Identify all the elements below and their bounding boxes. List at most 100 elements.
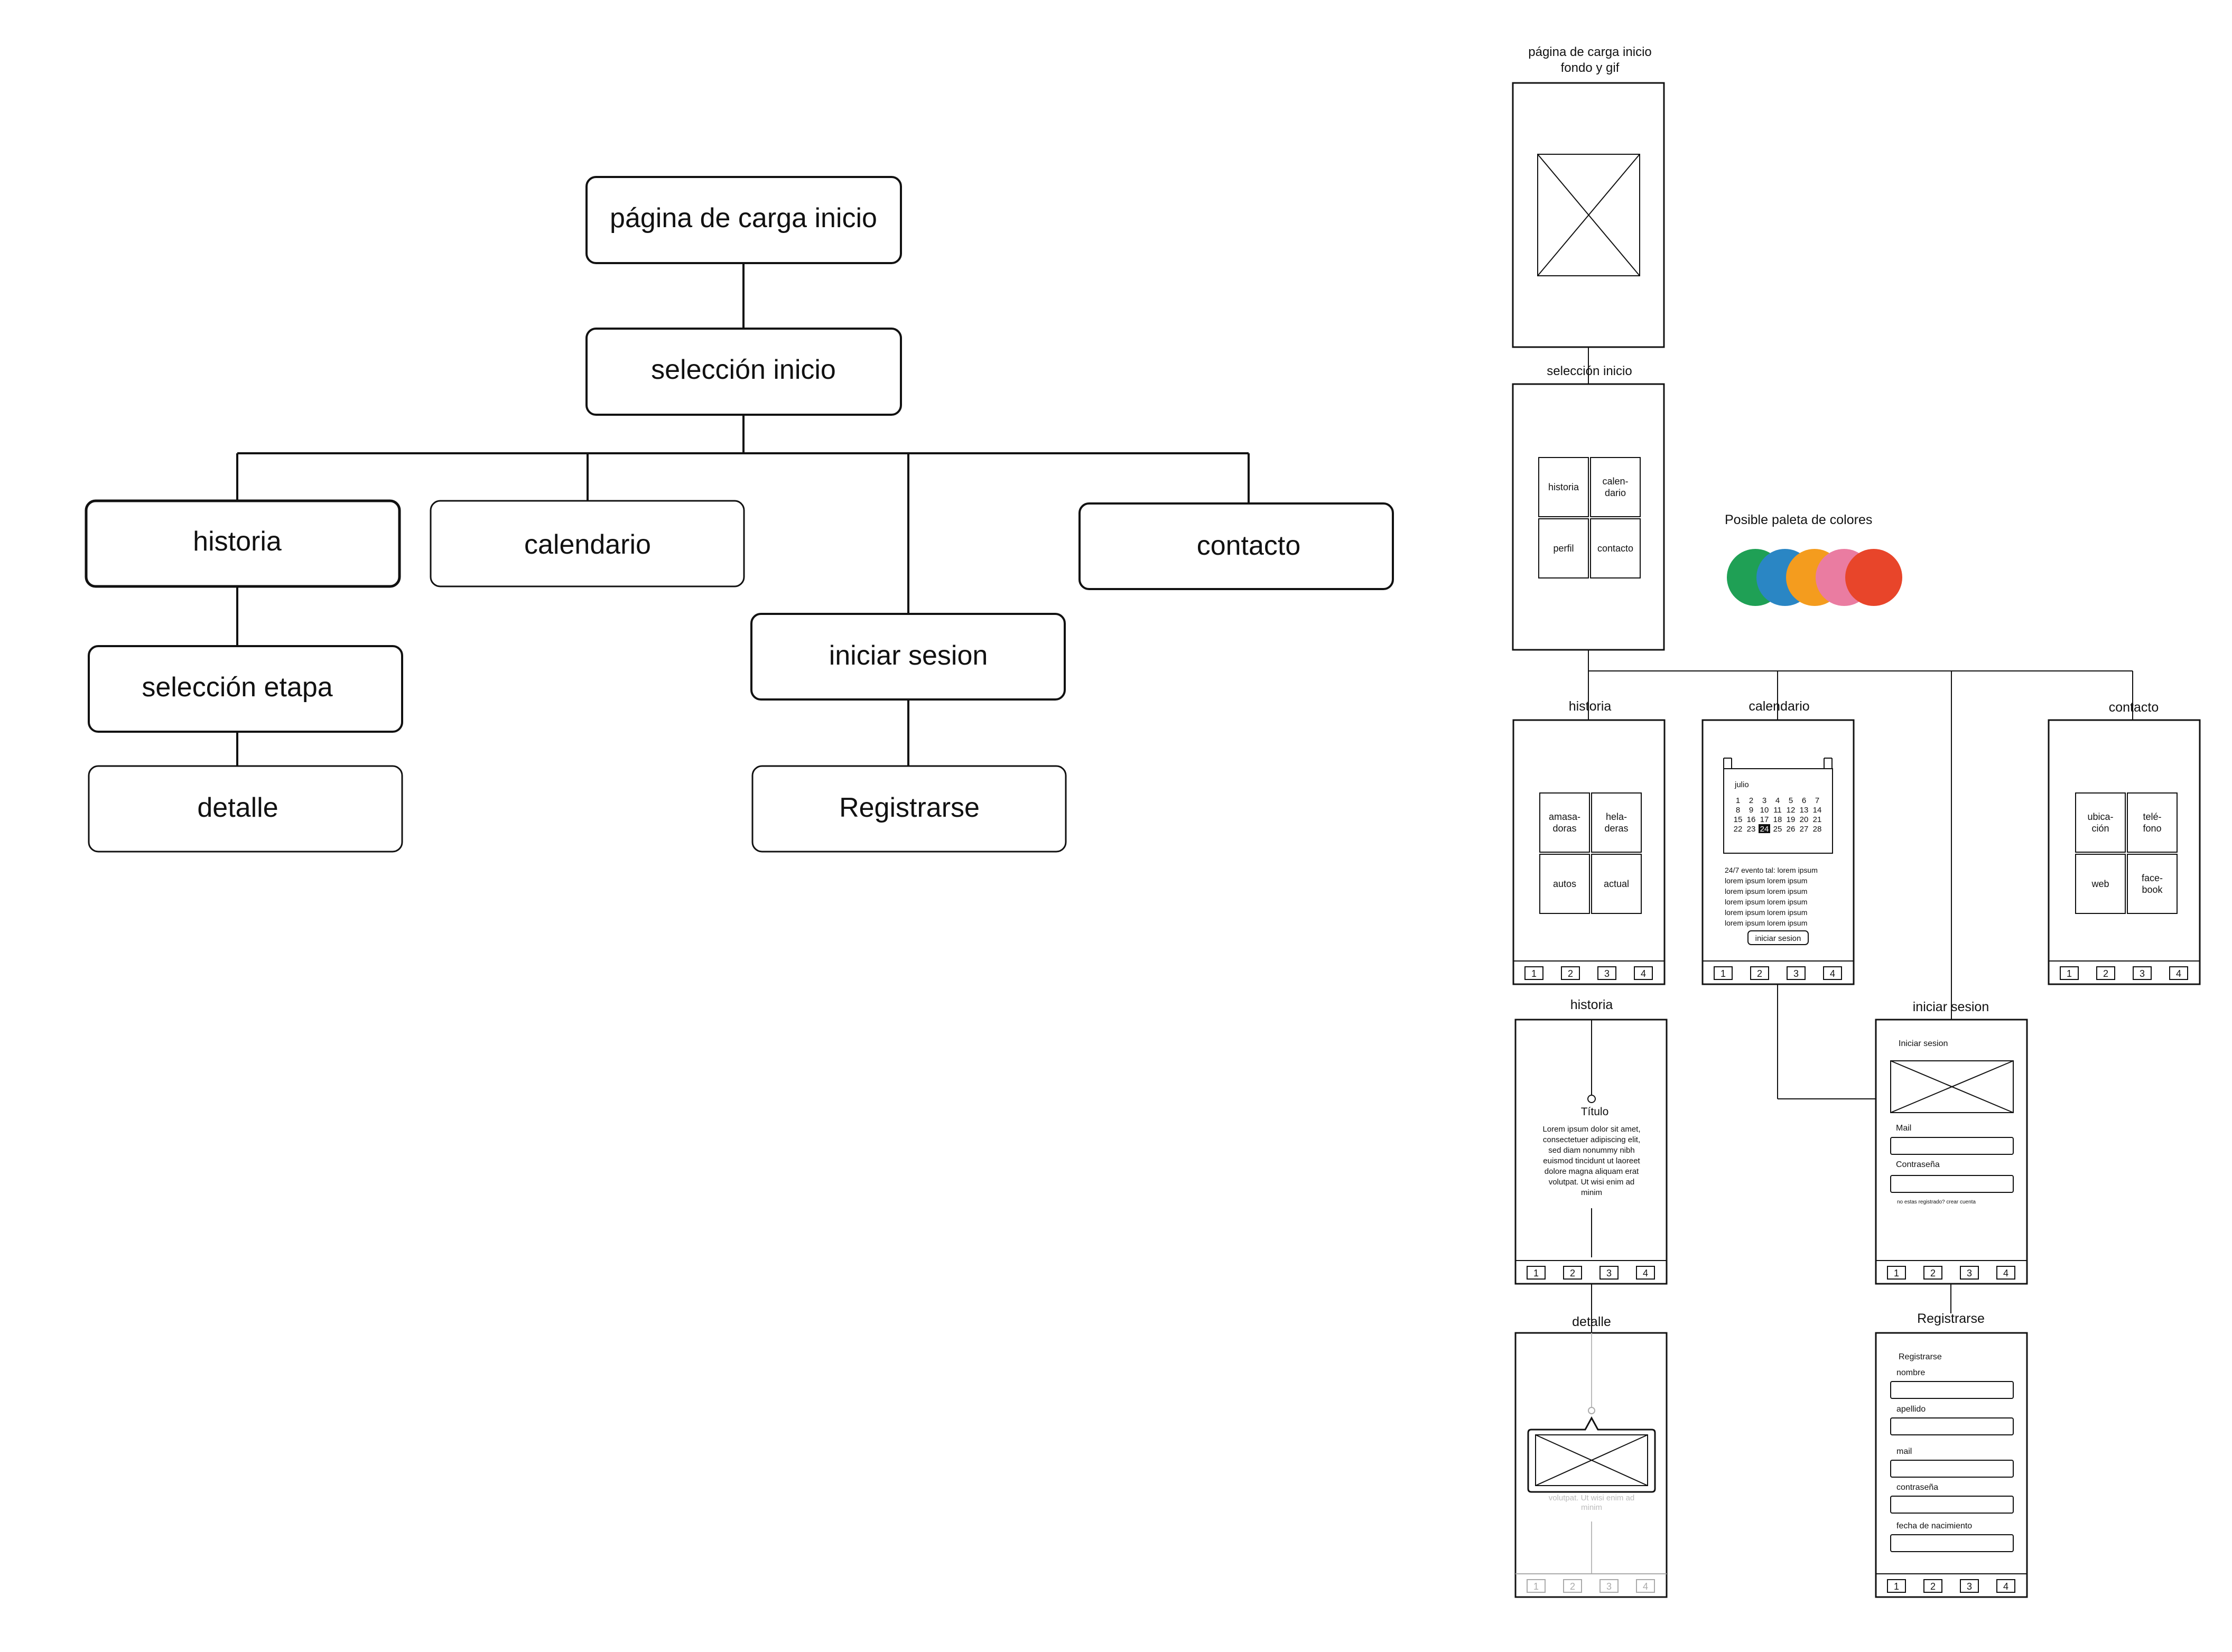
wf-historia-tile[interactable] bbox=[1591, 854, 1642, 914]
register-field-input[interactable] bbox=[1890, 1381, 2014, 1399]
nav-item-label: 3 bbox=[2140, 968, 2145, 979]
wf-detalle-popup bbox=[1527, 1416, 1656, 1493]
wf-calendario-login-button[interactable]: iniciar sesion bbox=[1747, 930, 1809, 945]
calendar-day: 14 bbox=[1813, 806, 1822, 815]
nav-item-3[interactable] bbox=[1599, 1579, 1619, 1593]
nav-item-2[interactable] bbox=[1750, 966, 1769, 980]
wf-contacto-tile[interactable] bbox=[2127, 792, 2178, 853]
palette-swatch bbox=[1845, 549, 1902, 606]
wf-login-heading: Iniciar sesion bbox=[1899, 1039, 1948, 1048]
register-field-label: nombre bbox=[1896, 1368, 1925, 1377]
wireframe-registrarse: Registrarse Registrarse nombreapellidoma… bbox=[1875, 1311, 2028, 1598]
wf-seleccion-tile-label: dario bbox=[1605, 488, 1626, 498]
nav-item-4[interactable] bbox=[1996, 1579, 2015, 1593]
wf-contacto-tile[interactable] bbox=[2127, 854, 2178, 914]
wf-login-mail-input[interactable] bbox=[1890, 1137, 2014, 1155]
wf-historia-detalle-body: Lorem ipsum dolor sit amet,consectetuer … bbox=[1542, 1125, 1640, 1197]
nav-item-label: 2 bbox=[2103, 968, 2108, 979]
nav-item-1[interactable] bbox=[1887, 1579, 1906, 1593]
nav-item-1[interactable] bbox=[1527, 1579, 1546, 1593]
nav-item-3[interactable] bbox=[1960, 1266, 1979, 1280]
wf-login-register-link[interactable]: no estas registrado? crear cuenta bbox=[1897, 1199, 1976, 1205]
calendar-day: 8 bbox=[1736, 806, 1740, 815]
wf-historia-detalle-heading: Título bbox=[1581, 1106, 1609, 1118]
nav-item-3[interactable] bbox=[1597, 966, 1616, 980]
nav-item-label: 4 bbox=[1643, 1268, 1648, 1278]
nav-item-2[interactable] bbox=[1561, 966, 1580, 980]
wf-historia-tile[interactable] bbox=[1539, 854, 1590, 914]
nav-item-label: 4 bbox=[2176, 968, 2181, 979]
wf-register-title: Registrarse bbox=[1917, 1311, 1985, 1326]
wf-contacto-nav: 1 2 3 4 bbox=[2049, 960, 2200, 980]
nav-item-1[interactable] bbox=[1887, 1266, 1906, 1280]
nav-item-3[interactable] bbox=[1960, 1579, 1979, 1593]
nav-item-label: 2 bbox=[1930, 1581, 1936, 1592]
register-field-input[interactable] bbox=[1890, 1460, 2014, 1478]
nav-item-4[interactable] bbox=[1823, 966, 1842, 980]
nav-item-3[interactable] bbox=[2133, 966, 2152, 980]
nav-item-2[interactable] bbox=[1563, 1266, 1582, 1280]
historia-body-line: minim bbox=[1581, 1188, 1602, 1197]
wf-login-field-label-mail: Mail bbox=[1896, 1124, 1911, 1133]
nav-item-1[interactable] bbox=[1527, 1266, 1546, 1280]
wf-contacto-tile-label: book bbox=[2142, 884, 2163, 895]
nav-item-label: 3 bbox=[1967, 1268, 1972, 1278]
wf-seleccion-title: selección inicio bbox=[1547, 364, 1632, 378]
nav-item-label: 1 bbox=[1894, 1581, 1899, 1592]
nav-item-label: 3 bbox=[1967, 1581, 1972, 1592]
color-palette: Posible paleta de colores bbox=[1725, 512, 1902, 606]
wireframe-contacto: contacto ubica-cióntelé-fonowebface-book… bbox=[2048, 700, 2201, 985]
nav-item-4[interactable] bbox=[1996, 1266, 2015, 1280]
sitemap-node-carga bbox=[585, 176, 902, 264]
wf-historia-detalle-title: historia bbox=[1570, 997, 1613, 1012]
nav-item-label: 1 bbox=[1531, 968, 1537, 979]
wf-contacto-tile[interactable] bbox=[2075, 854, 2126, 914]
nav-item-1[interactable] bbox=[1524, 966, 1543, 980]
nav-item-4[interactable] bbox=[1636, 1579, 1655, 1593]
wf-historia-tile-label: amasa- bbox=[1549, 811, 1580, 822]
nav-item-label: 4 bbox=[1830, 968, 1835, 979]
nav-item-3[interactable] bbox=[1599, 1266, 1619, 1280]
sitemap-label-seleccion: selección inicio bbox=[651, 354, 836, 385]
nav-item-4[interactable] bbox=[2169, 966, 2188, 980]
nav-item-2[interactable] bbox=[2096, 966, 2115, 980]
nav-item-1[interactable] bbox=[2060, 966, 2079, 980]
wf-seleccion-tile[interactable] bbox=[1590, 518, 1641, 578]
calendar-day: 28 bbox=[1813, 825, 1822, 834]
nav-item-4[interactable] bbox=[1636, 1266, 1655, 1280]
register-field-input[interactable] bbox=[1890, 1534, 2014, 1552]
nav-item-label: 1 bbox=[1533, 1268, 1539, 1278]
wf-seleccion-tile[interactable] bbox=[1538, 518, 1589, 578]
historia-body-line: consectetuer adipiscing elit, bbox=[1543, 1135, 1640, 1144]
nav-item-4[interactable] bbox=[1634, 966, 1653, 980]
sitemap-node-contacto bbox=[1078, 502, 1394, 590]
historia-body-line: euismod tincidunt ut laoreet bbox=[1543, 1156, 1640, 1165]
register-field-label: contraseña bbox=[1896, 1483, 1938, 1492]
nav-item-label: 1 bbox=[2067, 968, 2072, 979]
register-field-input[interactable] bbox=[1890, 1417, 2014, 1435]
wf-historia-tile[interactable] bbox=[1539, 792, 1590, 853]
wf-contacto-tile[interactable] bbox=[2075, 792, 2126, 853]
wf-historia-tile-label: deras bbox=[1604, 823, 1628, 834]
wf-login-password-input[interactable] bbox=[1890, 1175, 2014, 1193]
sitemap-node-seleccion-etapa bbox=[88, 645, 403, 733]
register-field-input[interactable] bbox=[1890, 1496, 2014, 1514]
nav-item-2[interactable] bbox=[1563, 1579, 1582, 1593]
register-field-label: fecha de nacimiento bbox=[1896, 1522, 1972, 1530]
register-field-label: mail bbox=[1896, 1447, 1912, 1456]
wf-historia-tile[interactable] bbox=[1591, 792, 1642, 853]
wf-seleccion-tile[interactable] bbox=[1538, 457, 1589, 517]
nav-item-1[interactable] bbox=[1714, 966, 1733, 980]
calendar-day: 5 bbox=[1789, 796, 1793, 805]
nav-item-2[interactable] bbox=[1923, 1266, 1942, 1280]
wf-seleccion-tile-label: calen- bbox=[1602, 476, 1628, 487]
nav-item-2[interactable] bbox=[1923, 1579, 1942, 1593]
palette-label: Posible paleta de colores bbox=[1725, 512, 1872, 527]
wf-login-image-placeholder bbox=[1890, 1060, 2014, 1113]
nav-item-3[interactable] bbox=[1787, 966, 1806, 980]
wf-seleccion-tile[interactable] bbox=[1590, 457, 1641, 517]
